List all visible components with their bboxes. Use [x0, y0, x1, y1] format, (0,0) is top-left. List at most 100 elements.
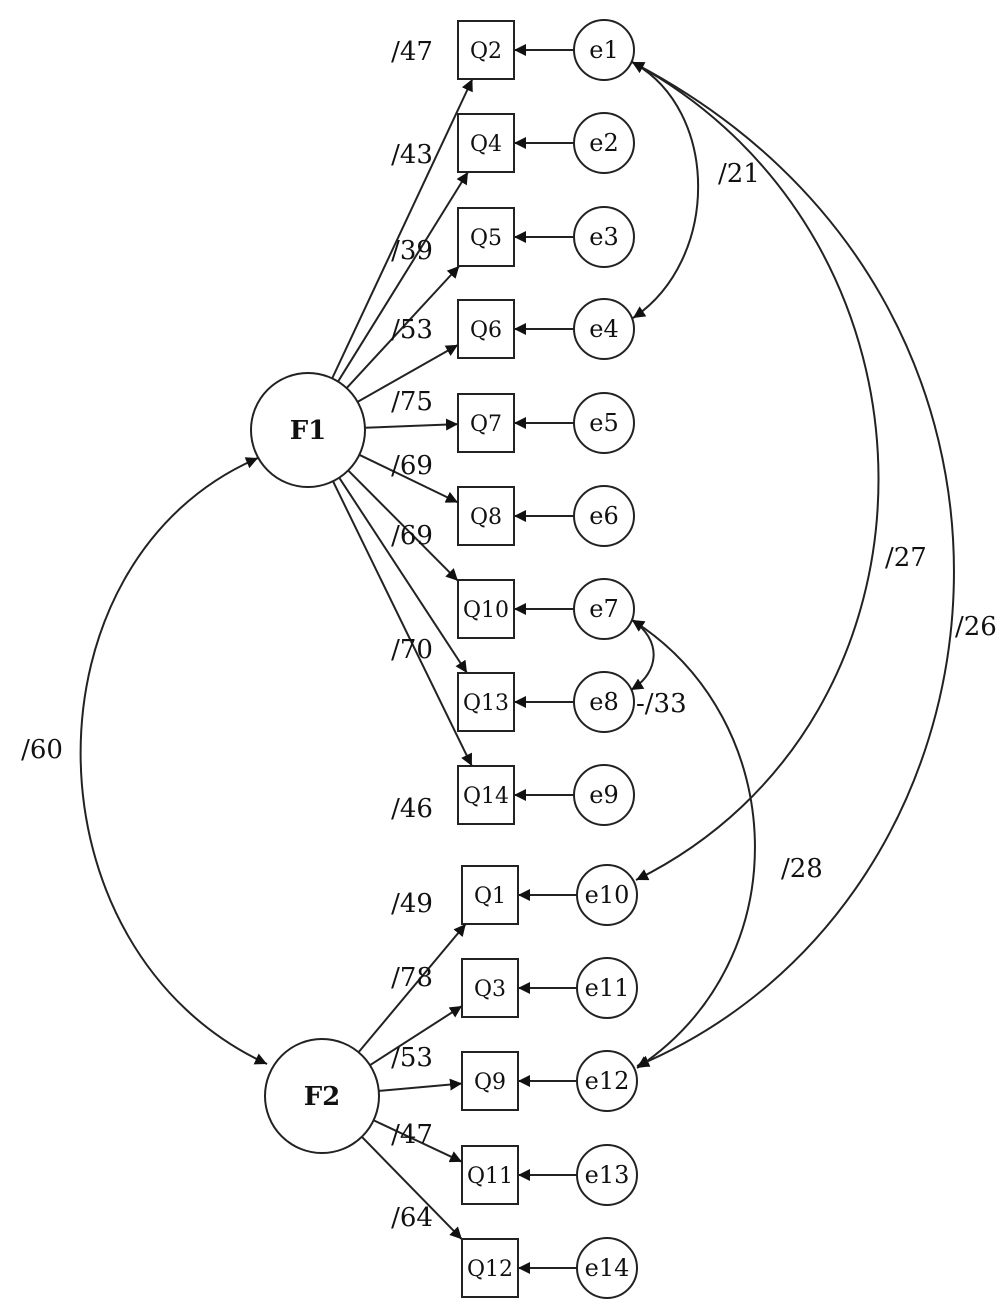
item-box-q14: [457, 765, 515, 825]
covariance-curve-e7-e8: [630, 619, 655, 691]
loading-arrow-q4: [337, 171, 469, 383]
error-label-e8: e8: [589, 688, 618, 716]
item-box-q4: [457, 113, 515, 173]
item-label-q14: Q14: [463, 784, 509, 809]
item-box-q5: [457, 207, 515, 267]
error-label-e4: e4: [589, 315, 618, 343]
error-label-e13: e13: [585, 1161, 630, 1189]
loading-arrow-q14: [332, 480, 473, 767]
factor-correlation-label: /60: [21, 735, 63, 765]
covariance-curve-e1-e4: [631, 61, 699, 319]
loading-arrow-q13: [338, 477, 468, 674]
error-node-e1: [573, 19, 635, 81]
loading-arrow-q5: [345, 265, 460, 389]
item-label-q2: Q2: [470, 39, 502, 64]
item-label-q1: Q1: [474, 884, 506, 909]
error-label-e11: e11: [585, 974, 630, 1002]
item-box-q6: [457, 299, 515, 359]
loading-arrow-q2: [331, 78, 474, 379]
loading-label-q13: /70: [391, 635, 433, 665]
factor-node-f1: [250, 372, 366, 488]
loading-arrow-q6: [357, 344, 459, 403]
item-box-q13: [457, 672, 515, 732]
error-node-e8: [573, 671, 635, 733]
loading-label-q9: /53: [391, 1043, 433, 1073]
item-box-q9: [461, 1051, 519, 1111]
error-node-e9: [573, 764, 635, 826]
loading-arrow-q3: [369, 1005, 463, 1067]
loading-label-q11: /47: [391, 1120, 433, 1150]
covariance-label-e1-e4: /21: [718, 159, 760, 189]
loading-arrow-q11: [373, 1119, 463, 1163]
error-node-e2: [573, 112, 635, 174]
error-label-e14: e14: [585, 1254, 630, 1282]
error-label-e3: e3: [589, 223, 618, 251]
item-label-q4: Q4: [470, 132, 502, 157]
covariance-label-e7-e8: -/33: [636, 689, 687, 719]
item-label-q3: Q3: [474, 977, 506, 1002]
item-box-q1: [461, 865, 519, 925]
item-label-q11: Q11: [467, 1164, 513, 1189]
covariance-curve-e7-e12: [631, 619, 756, 1069]
error-node-e14: [576, 1237, 638, 1299]
loading-arrow-q8: [358, 453, 459, 504]
error-label-e7: e7: [589, 595, 618, 623]
factor-correlation-curve: [79, 457, 268, 1065]
error-node-e11: [576, 957, 638, 1019]
item-label-q13: Q13: [463, 691, 509, 716]
item-label-q6: Q6: [470, 318, 502, 343]
error-label-e10: e10: [585, 881, 630, 909]
error-node-e5: [573, 392, 635, 454]
loading-label-q12: /64: [391, 1203, 433, 1233]
covariance-label-e1-e10: /27: [885, 543, 927, 573]
error-label-e6: e6: [589, 502, 618, 530]
covariance-curve-e1-e12: [631, 61, 955, 1067]
error-node-e3: [573, 206, 635, 268]
loading-label-q6: /53: [391, 315, 433, 345]
error-label-e1: e1: [589, 36, 618, 64]
error-label-e9: e9: [589, 781, 618, 809]
loading-arrow-q9: [378, 1078, 463, 1092]
item-label-q12: Q12: [467, 1257, 513, 1282]
item-box-q3: [461, 958, 519, 1018]
item-label-q8: Q8: [470, 505, 502, 530]
item-label-q9: Q9: [474, 1070, 506, 1095]
error-node-e10: [576, 864, 638, 926]
item-box-q8: [457, 486, 515, 546]
error-label-e12: e12: [585, 1067, 630, 1095]
loading-arrow-q7: [364, 418, 459, 431]
loading-arrow-q12: [361, 1136, 463, 1241]
error-label-e2: e2: [589, 129, 618, 157]
error-node-e6: [573, 485, 635, 547]
factor-node-f2: [264, 1038, 380, 1154]
loading-label-q8: /69: [391, 451, 433, 481]
loading-label-q7: /75: [391, 387, 433, 417]
covariance-curve-e1-e10: [631, 61, 880, 881]
covariance-label-e7-e12: /28: [781, 854, 823, 884]
factor-label-f1: F1: [290, 416, 327, 446]
item-box-q2: [457, 20, 515, 80]
loading-label-q2: /47: [391, 37, 433, 67]
loading-label-q10: /69: [391, 521, 433, 551]
loading-label-q1: /49: [391, 889, 433, 919]
loading-label-q4: /43: [391, 140, 433, 170]
item-label-q7: Q7: [470, 412, 502, 437]
loading-arrow-q1: [357, 923, 467, 1053]
item-box-q7: [457, 393, 515, 453]
error-node-e7: [573, 578, 635, 640]
loading-label-q5: /39: [391, 236, 433, 266]
error-node-e12: [576, 1050, 638, 1112]
item-box-q12: [461, 1238, 519, 1298]
covariance-label-e1-e12: /26: [955, 612, 997, 642]
item-label-q10: Q10: [463, 598, 509, 623]
error-node-e4: [573, 298, 635, 360]
item-label-q5: Q5: [470, 226, 502, 251]
loading-arrow-q10: [347, 469, 459, 582]
item-box-q10: [457, 579, 515, 639]
error-node-e13: [576, 1144, 638, 1206]
loading-label-q14: /46: [391, 794, 433, 824]
factor-label-f2: F2: [304, 1082, 341, 1112]
error-label-e5: e5: [589, 409, 618, 437]
loading-label-q3: /78: [391, 963, 433, 993]
